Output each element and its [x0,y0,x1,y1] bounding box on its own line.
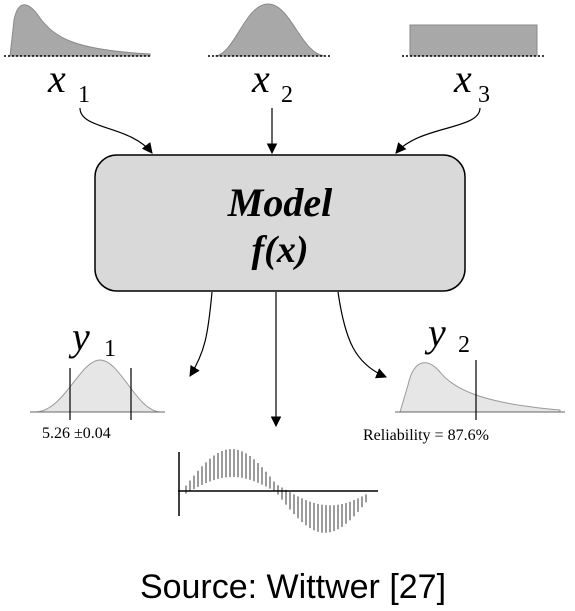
input-x3-distribution [409,24,538,57]
input-x2-symbol: x [251,56,270,101]
input-x2: x 2 [208,3,330,108]
input-x2-distribution [214,3,326,57]
input-x1-symbol: x [47,56,66,101]
model-function: f(x) [252,229,309,271]
model-title: Model [227,180,333,225]
output-y1-distribution [35,359,161,413]
source-caption: Source: Wittwer [27] [140,568,446,606]
input-x2-subscript: 2 [281,82,293,108]
output-y2-annotation: Reliability = 87.6% [363,427,489,444]
model-box-shape [94,154,466,292]
input-x1-subscript: 1 [78,82,90,108]
output-y1: y 1 5.26 ±0.04 [30,314,165,442]
output-y2-symbol: y [424,310,446,355]
output-y2-subscript: 2 [458,332,470,358]
input-x1: x 1 [4,4,151,108]
input-x3: x 3 [402,24,545,108]
output-y1-annotation: 5.26 ±0.04 [42,425,111,442]
signal-uncertainty-band [185,449,367,533]
input-x1-distribution [9,4,151,57]
arrow-x1-to-model [79,107,153,154]
output-signal-plot [178,449,378,533]
arrow-model-to-y2 [337,291,387,379]
arrow-model-to-y1 [189,291,213,377]
output-y1-symbol: y [68,314,90,359]
model-box: Model f(x) [94,154,466,292]
input-x3-symbol: x [453,56,472,101]
output-y2: y 2 Reliability = 87.6% [363,310,565,444]
output-y2-distribution [399,362,561,413]
arrow-x3-to-model [395,107,481,154]
input-x3-subscript: 3 [478,82,490,108]
output-y1-subscript: 1 [104,336,116,362]
